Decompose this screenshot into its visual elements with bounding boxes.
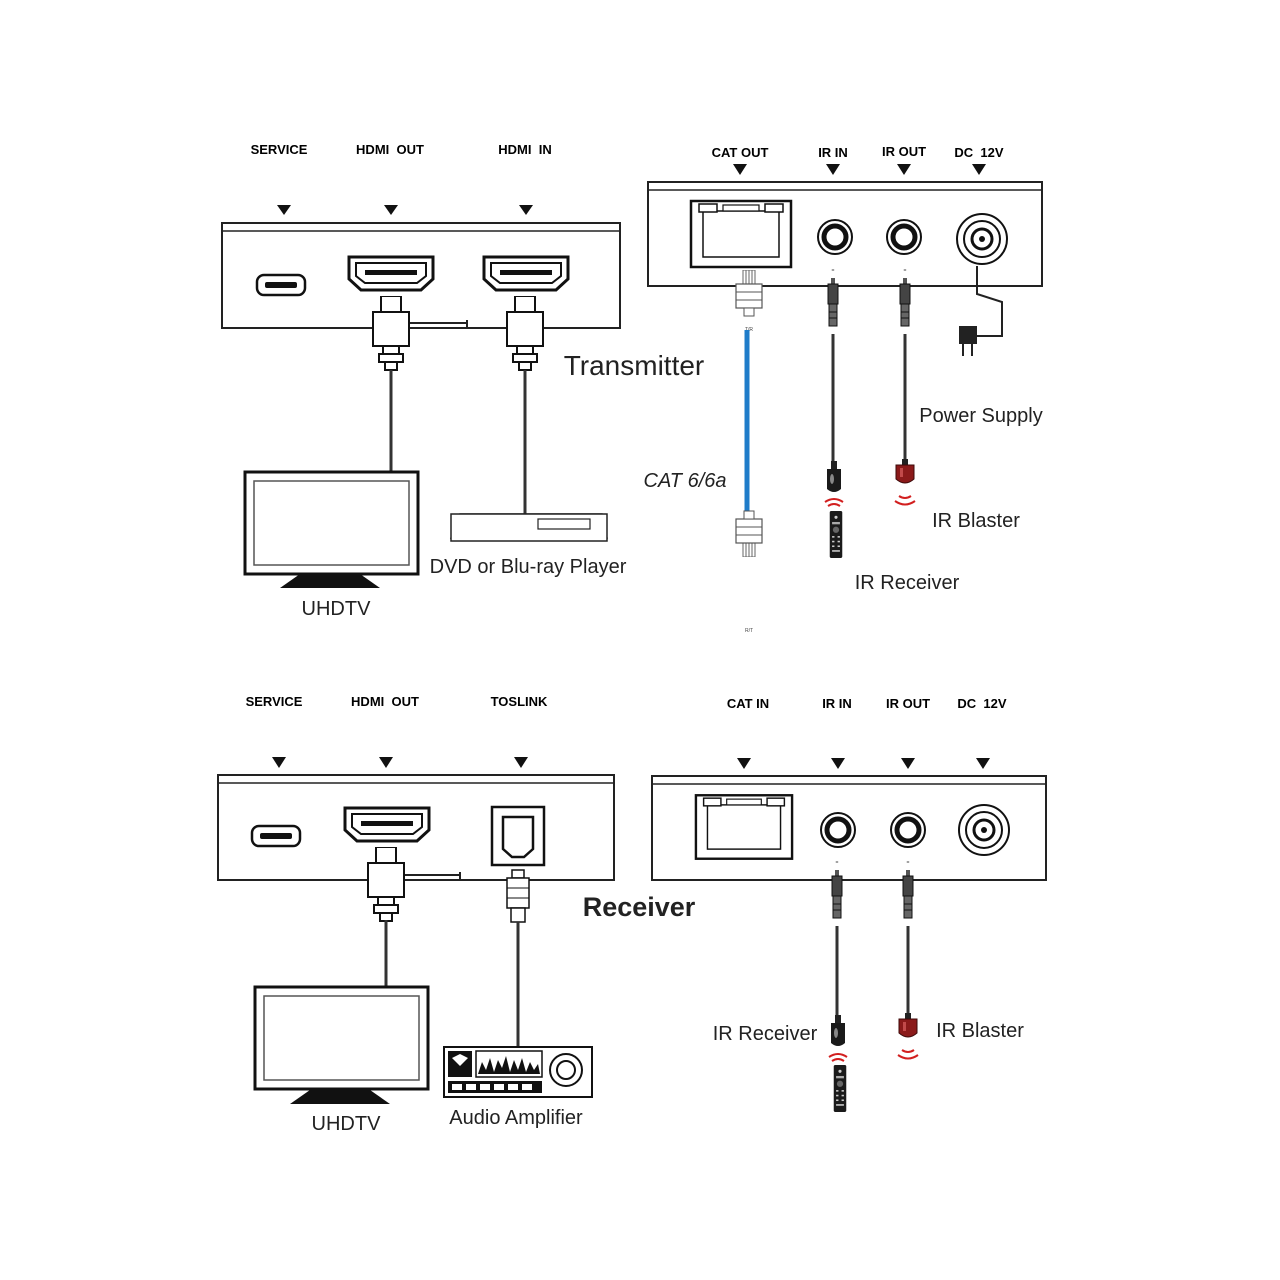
rx-ir-receiver-label: IR Receiver [713, 1023, 818, 1045]
ir-receiver-sensor-icon [827, 461, 841, 492]
rx-dc-port-label: DC 12V [957, 696, 1006, 711]
service-arrow-icon [277, 205, 291, 215]
ir-receiver-label: IR Receiver [855, 572, 960, 594]
transmitter-title: Transmitter [564, 350, 705, 381]
audio-amplifier-label: Audio Amplifier [449, 1107, 583, 1129]
rx-uhdtv-icon [253, 985, 430, 1104]
cat-plug-bottom-icon [735, 510, 763, 557]
toslink-arrow-icon [514, 757, 528, 768]
receiver-title: Receiver [583, 892, 696, 922]
rx-ir-in-jack [821, 813, 855, 847]
svg-text:=: = [836, 860, 839, 866]
dvd-player-icon [449, 513, 608, 542]
rx-ir-blaster-icon [898, 1013, 918, 1038]
rx-service-micro-usb-port [250, 824, 302, 848]
rx-service-arrow-icon [272, 757, 286, 768]
ir-in-jack [818, 220, 852, 254]
rx-ir-out-arrow-icon [901, 758, 915, 769]
receiver-rear-panel: CAT IN IR IN IR OUT DC 12V [651, 696, 1047, 881]
rx-ir-out-plug-icon [902, 870, 914, 919]
hdmi-in-arrow-icon [519, 205, 533, 215]
rx-ir-receiver-sensor-icon [831, 1015, 845, 1046]
rx-ir-in-plug-icon [831, 870, 843, 919]
rx-hdmi-out-port [343, 806, 431, 843]
svg-text:R/T: R/T [745, 628, 753, 634]
rx-remote-control-icon [833, 1065, 847, 1112]
power-supply-label: Power Supply [919, 405, 1042, 427]
rx-hdmi-out-arrow-icon [379, 757, 393, 768]
cat-in-rj45-port [694, 794, 794, 860]
ir-in-port-label: IR IN [818, 145, 848, 160]
ir-in-plug-icon [827, 278, 839, 327]
toslink-plug-icon [506, 869, 530, 923]
transmitter-front-panel: SERVICE HDMI OUT HDMI IN [221, 142, 621, 329]
dc-port-label: DC 12V [954, 145, 1003, 160]
rx-service-port-label: SERVICE [246, 694, 303, 709]
rx-dc-power-jack [957, 803, 1011, 857]
transmitter-rear-panel: CAT OUT IR IN IR OUT DC 12V [647, 144, 1043, 287]
service-micro-usb-port [255, 273, 307, 297]
service-port-label: SERVICE [251, 142, 308, 157]
hdmi-out-port-label: HDMI OUT [356, 142, 424, 157]
rx-hdmi-out-port-label: HDMI OUT [351, 694, 419, 709]
hdmi-out-port [347, 255, 435, 292]
ir-out-arrow-icon [897, 164, 911, 175]
cat-in-arrow-icon [737, 758, 751, 769]
dvd-player-label: DVD or Blu-ray Player [430, 556, 627, 578]
power-supply-icon [959, 266, 1003, 356]
hdmi-out-arrow-icon [384, 205, 398, 215]
cat-out-port-label: CAT OUT [712, 145, 769, 160]
toslink-port-label: TOSLINK [491, 694, 548, 709]
rx-ir-blaster-label: IR Blaster [936, 1020, 1024, 1042]
uhdtv-icon [243, 470, 420, 588]
ir-out-jack [887, 220, 921, 254]
cat-in-port-label: CAT IN [727, 696, 769, 711]
rx-ir-in-port-label: IR IN [822, 696, 852, 711]
hdmi-in-port [482, 255, 570, 292]
svg-text:=: = [832, 268, 835, 274]
rx-dc-arrow-icon [976, 758, 990, 769]
transmitter-section: SERVICE HDMI OUT HDMI IN UHDTV [221, 142, 1043, 634]
ir-receiver-wave-icon [824, 498, 844, 507]
ir-out-plug-icon [899, 278, 911, 327]
dc-arrow-icon [972, 164, 986, 175]
rx-ir-out-port-label: IR OUT [886, 696, 930, 711]
ir-out-port-label: IR OUT [882, 144, 926, 159]
svg-text:=: = [904, 268, 907, 274]
rx-ir-out-jack [891, 813, 925, 847]
toslink-port [490, 805, 546, 867]
cat-out-arrow-icon [733, 164, 747, 175]
ir-in-arrow-icon [826, 164, 840, 175]
receiver-section: SERVICE HDMI OUT TOSLINK [217, 694, 1047, 1135]
audio-amplifier-icon [443, 1046, 593, 1098]
receiver-front-panel: SERVICE HDMI OUT TOSLINK [217, 694, 615, 881]
ir-blaster-label: IR Blaster [932, 510, 1020, 532]
cat-out-rj45-port [689, 199, 793, 269]
ir-blaster-wave-icon [894, 495, 916, 506]
rx-ir-receiver-wave-icon [828, 1053, 848, 1062]
rx-ir-blaster-wave-icon [897, 1049, 919, 1060]
remote-control-icon [829, 511, 843, 558]
hdmi-in-port-label: HDMI IN [498, 142, 551, 157]
cat-cable-label: CAT 6/6a [644, 470, 727, 492]
rx-uhdtv-label: UHDTV [312, 1113, 382, 1135]
svg-text:=: = [907, 860, 910, 866]
rx-ir-in-arrow-icon [831, 758, 845, 769]
dc-power-jack [955, 212, 1009, 266]
uhdtv-label: UHDTV [302, 598, 372, 620]
ir-blaster-icon [895, 459, 915, 484]
